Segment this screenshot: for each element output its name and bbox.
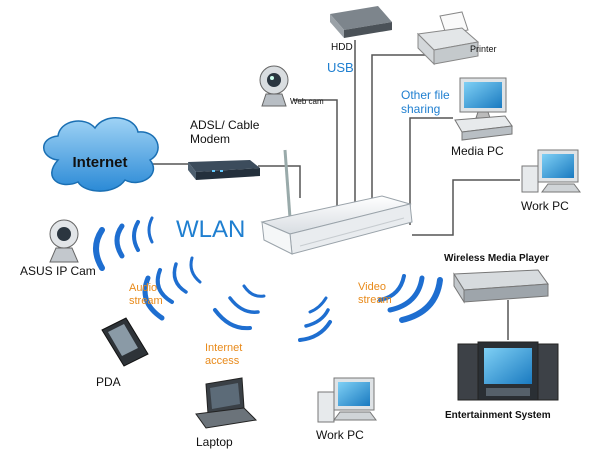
work-pc-right-label: Work PC [521, 199, 569, 213]
wave [172, 262, 188, 294]
file-sharing-line1: Other file [401, 88, 450, 102]
laptop-label: Laptop [196, 435, 233, 449]
media-player-device: Wireless Media Player [444, 253, 549, 304]
wave [228, 296, 260, 314]
video-stream-label: Video stream [358, 281, 392, 306]
line-modem-router [258, 165, 301, 198]
hdd-device: HDD [330, 6, 392, 53]
media-player-label: Wireless Media Player [444, 253, 549, 264]
internet-label: Internet [72, 154, 127, 171]
laptop-device: Laptop [195, 377, 258, 449]
internet-access-line1: Internet [205, 342, 242, 354]
wave [189, 256, 202, 284]
connection-lines [150, 40, 520, 340]
audio-stream-label: Audio stream [129, 282, 163, 307]
wave [242, 284, 266, 298]
wave [298, 320, 332, 342]
modem-device: ADSL/ Cable Modem [188, 118, 263, 180]
internet-access-line2: access [205, 355, 240, 367]
pda-device: PDA [96, 317, 149, 389]
line-printer-router [371, 54, 430, 210]
work-pc-bottom-device: Work PC [316, 377, 377, 442]
wave [399, 277, 443, 323]
webcam-device: Web cam [259, 65, 324, 107]
wave [142, 275, 165, 321]
wave [213, 308, 252, 331]
printer-label: Printer [470, 44, 497, 54]
video-stream-line2: stream [358, 294, 392, 306]
ip-cam-device: ASUS IP Cam [20, 219, 96, 278]
audio-stream-line2: stream [129, 295, 163, 307]
wireless-waves [93, 216, 443, 342]
line-webcam-router [293, 99, 338, 210]
wave [304, 308, 330, 328]
printer-device: Printer [416, 11, 497, 66]
wave [114, 223, 125, 259]
wave [147, 216, 154, 244]
internet-cloud: Internet [43, 117, 159, 192]
line-workpc-router [412, 179, 520, 236]
file-sharing-line2: sharing [401, 102, 440, 116]
entertainment-label: Entertainment System [445, 410, 551, 421]
wave [132, 220, 140, 252]
video-stream-line1: Video [358, 281, 386, 293]
media-pc-label: Media PC [451, 144, 504, 158]
modem-label-line1: ADSL/ Cable [190, 118, 260, 132]
entertainment-system-device: Entertainment System [445, 341, 559, 421]
ip-cam-label: ASUS IP Cam [20, 264, 96, 278]
wave [387, 275, 425, 313]
wave [308, 296, 328, 314]
wave [155, 268, 174, 304]
file-sharing-label: Other file sharing [401, 88, 453, 116]
media-pc-device: Media PC [451, 77, 513, 158]
hdd-label: HDD [331, 42, 353, 53]
wave [378, 274, 406, 302]
webcam-label: Web cam [290, 97, 324, 106]
audio-stream-line1: Audio [129, 282, 157, 294]
internet-access-label: Internet access [205, 342, 245, 367]
wlan-label: WLAN [176, 216, 245, 243]
usb-label: USB [327, 60, 354, 75]
wave [93, 227, 105, 271]
router-device [260, 149, 413, 255]
work-pc-bottom-label: Work PC [316, 428, 364, 442]
modem-label-line2: Modem [190, 132, 230, 146]
work-pc-right-device: Work PC [521, 149, 581, 213]
modem-label: ADSL/ Cable Modem [190, 118, 263, 146]
pda-label: PDA [96, 375, 121, 389]
line-mediapc-router [409, 117, 453, 225]
